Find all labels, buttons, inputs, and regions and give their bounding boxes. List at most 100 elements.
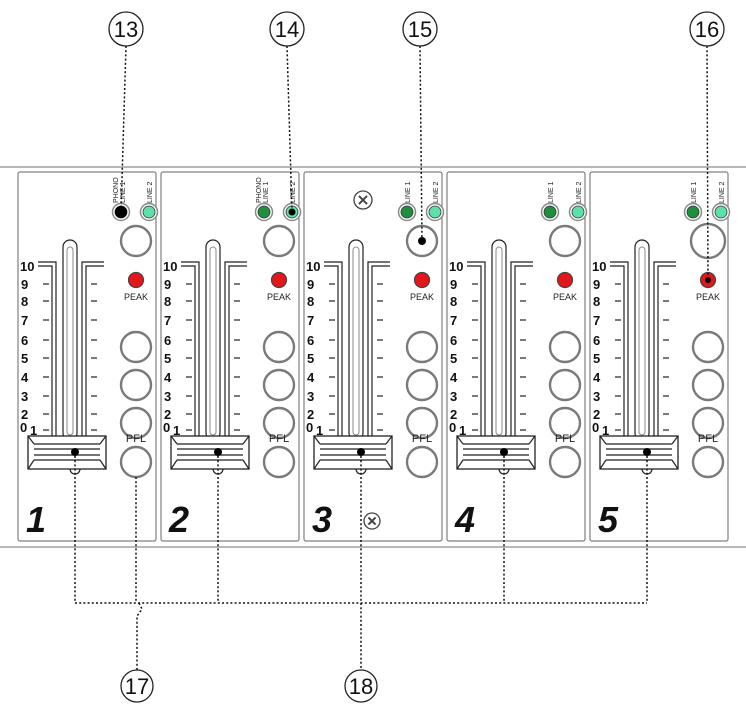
pfl-label: PFL: [126, 433, 146, 445]
scale-label: 6: [593, 333, 600, 348]
source-led-label: LINE 2: [719, 181, 726, 203]
fader-cap-bevel: [313, 435, 393, 470]
fader-slot-inner: [495, 246, 503, 436]
source-select-button: [262, 224, 296, 258]
channel-number: 1: [26, 499, 46, 540]
callout-circle: [344, 669, 378, 703]
source-led-a: [686, 205, 700, 219]
channel-button: [119, 406, 153, 440]
peak-label: PEAK: [410, 292, 434, 302]
scale-label: 7: [593, 313, 600, 328]
fader-track-right-rail: [371, 265, 390, 436]
fader-knob-dot: [357, 448, 365, 456]
peak-label: PEAK: [267, 292, 291, 302]
source-led-label: PHONO: [256, 177, 263, 203]
fader-track-left-rail: [181, 261, 200, 436]
scale-label: 7: [450, 313, 457, 328]
source-led-label: LINE 2: [576, 181, 583, 203]
channel-button: [405, 406, 439, 440]
source-led-label: LINE 2: [290, 181, 297, 203]
source-led-b: [714, 205, 728, 219]
fader-cap: [456, 435, 536, 475]
source-led-label: LINE 2: [147, 181, 154, 203]
scale-label: 10: [449, 259, 463, 274]
scale-label: 1: [602, 423, 609, 438]
source-led-b: [571, 205, 585, 219]
scale-label: 5: [593, 351, 600, 366]
fader-knob-dot: [643, 448, 651, 456]
pfl-button: [548, 445, 582, 479]
fader-track-right-rail: [224, 261, 247, 436]
fader-track-left-rail: [467, 261, 486, 436]
scale-label: 8: [164, 294, 171, 309]
fader-cap: [313, 435, 393, 475]
fader-cap-bevel: [456, 435, 536, 470]
scale-label: 7: [21, 313, 28, 328]
callout-number: 14: [275, 17, 299, 42]
fader-track-left-rail: [38, 261, 57, 436]
source-led-label: PHONO: [113, 177, 120, 203]
fader-track-right-rail: [81, 261, 104, 436]
scale-label: 5: [21, 351, 28, 366]
peak-led: [127, 271, 145, 289]
peak-label: PEAK: [553, 292, 577, 302]
callout-circle: [689, 11, 725, 47]
scale-label: 8: [593, 294, 600, 309]
scale-label: 4: [593, 370, 601, 385]
pfl-button: [119, 445, 153, 479]
fader-track-left-rail: [181, 265, 196, 436]
scale-label: 2: [307, 407, 314, 422]
scale-label: 6: [307, 333, 314, 348]
channel-button: [548, 330, 582, 364]
screw-slot: [358, 195, 368, 205]
fader-track-left-rail: [324, 265, 339, 436]
scale-label: 9: [450, 277, 457, 292]
pfl-button: [262, 445, 296, 479]
fader-slot-inner: [638, 246, 646, 436]
channel-button: [405, 330, 439, 364]
source-led-label: LINE 1: [405, 181, 412, 203]
fader-slot: [491, 239, 507, 441]
callout-number: 15: [408, 17, 432, 42]
source-led-a: [257, 205, 271, 219]
callout-number: 18: [349, 674, 373, 699]
fader-track-left-rail: [38, 265, 53, 436]
fader-track-right-rail: [653, 261, 676, 436]
scale-label: 8: [307, 294, 314, 309]
fader-cap: [27, 435, 107, 475]
scale-label: 0: [449, 420, 456, 435]
callout-circle: [108, 11, 144, 47]
callout-circle: [402, 11, 438, 47]
fader-track-right-rail: [657, 265, 676, 436]
scale-label: 4: [164, 370, 172, 385]
scale-label: 5: [307, 351, 314, 366]
scale-label: 9: [307, 277, 314, 292]
scale-label: 5: [164, 351, 171, 366]
pfl-label: PFL: [269, 433, 289, 445]
scale-label: 2: [164, 407, 171, 422]
source-led-label: LINE 1: [120, 181, 127, 203]
source-led-label: LINE 1: [691, 181, 698, 203]
peak-led: [413, 271, 431, 289]
scale-label: 6: [450, 333, 457, 348]
leader-target-dot: [705, 277, 711, 283]
scale-label: 2: [21, 407, 28, 422]
scale-label: 6: [164, 333, 171, 348]
channel-number: 4: [454, 499, 475, 540]
source-led-b: [142, 205, 156, 219]
fader-track-left-rail: [324, 261, 343, 436]
channel-button: [262, 368, 296, 402]
peak-label: PEAK: [696, 292, 720, 302]
fader-slot: [205, 239, 221, 441]
fader-slot: [348, 239, 364, 441]
callout-number: 16: [695, 17, 719, 42]
leader-target-dot: [115, 206, 127, 218]
scale-label: 1: [30, 423, 37, 438]
